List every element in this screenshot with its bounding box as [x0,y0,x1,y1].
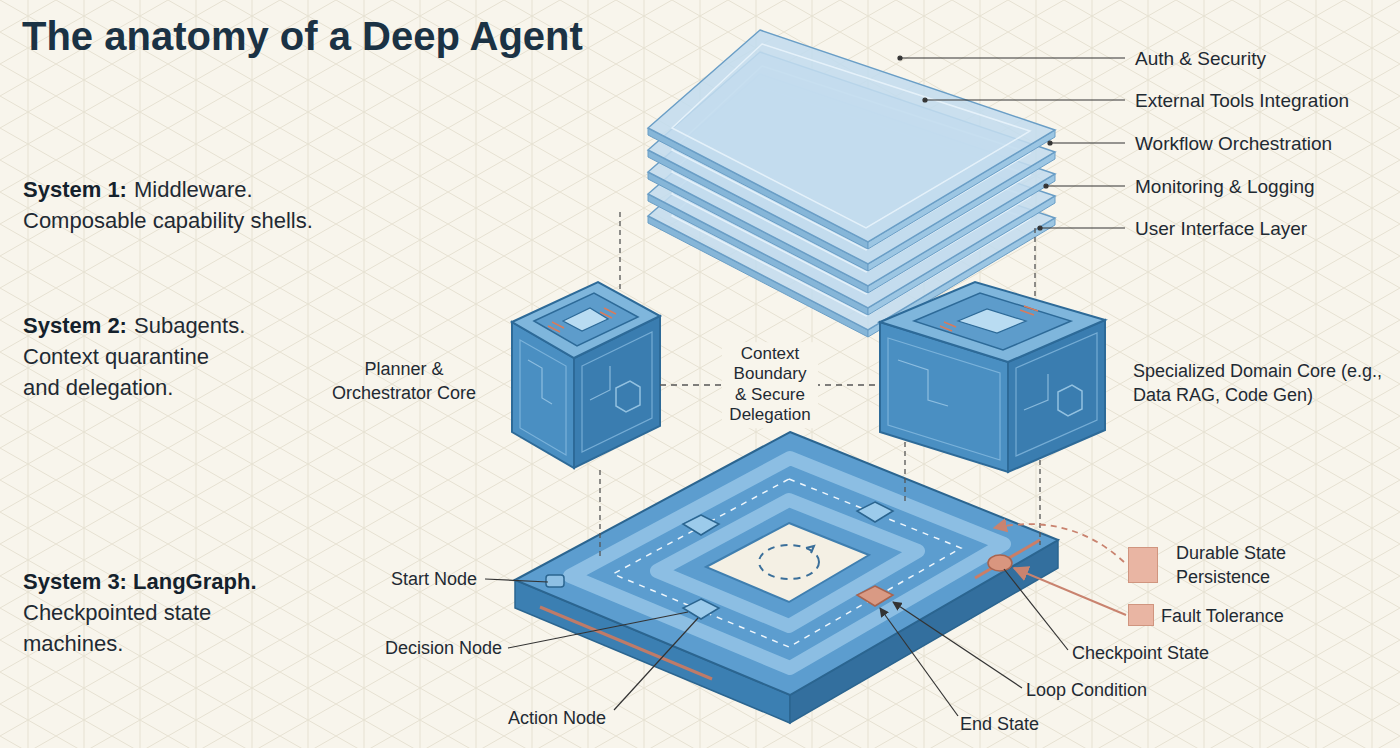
text-label: Context quarantine and delegation. [23,342,233,404]
node-text: Durable State Persistence [1176,542,1326,590]
dashed-guides [600,212,1040,556]
text-label: Start Node [391,567,477,592]
text-label: Checkpointed state machines. [23,598,255,660]
node-text: Fault Tolerance [1161,605,1311,629]
state-square: Durable State Persistence [1128,547,1158,583]
langgraph-platform [515,432,1058,723]
text-label: Decision Node [385,636,502,661]
agent-cube: Specialized Domain Core (e.g., Data RAG,… [880,282,1105,475]
text-label: System 3: LangGraph. [23,567,257,598]
domain-cube [880,282,1105,472]
text-label: End State [960,712,1039,737]
planner-cube [512,282,660,468]
text-label: Action Node [508,706,606,731]
node-label: Fault Tolerance [1161,605,1311,629]
text-label: Workflow Orchestration [1135,131,1332,158]
node-label: Durable State Persistence [1176,542,1326,590]
agent-cube: Planner & Orchestrator Core [512,282,660,472]
title: The anatomy of a Deep Agent [22,12,583,60]
edge-label: Context Boundary & Secure Delegation [722,342,818,428]
text-label: System 2: [23,311,127,342]
leader-lines [485,56,1125,716]
node-label: Specialized Domain Core (e.g., Data RAG,… [1133,360,1398,408]
node-label: Planner & Orchestrator Core [318,358,490,406]
text-label: Composable capability shells. [23,206,383,237]
node-text: Specialized Domain Core (e.g., Data RAG,… [1133,360,1398,408]
text-label: System 1: [23,175,127,206]
text-label: Loop Condition [1026,678,1147,703]
node-text: Planner & Orchestrator Core [318,358,490,406]
state-square: Fault Tolerance [1128,604,1154,626]
persistence-arrows [994,524,1126,615]
text-label: Subagents. [134,311,245,342]
text-label: Checkpoint State [1072,641,1209,666]
text-label: User Interface Layer [1135,216,1307,243]
text-label: Auth & Security [1135,46,1266,73]
text-label: Middleware. [134,175,253,206]
text-label: Monitoring & Logging [1135,174,1315,201]
text-label: External Tools Integration [1135,88,1349,115]
